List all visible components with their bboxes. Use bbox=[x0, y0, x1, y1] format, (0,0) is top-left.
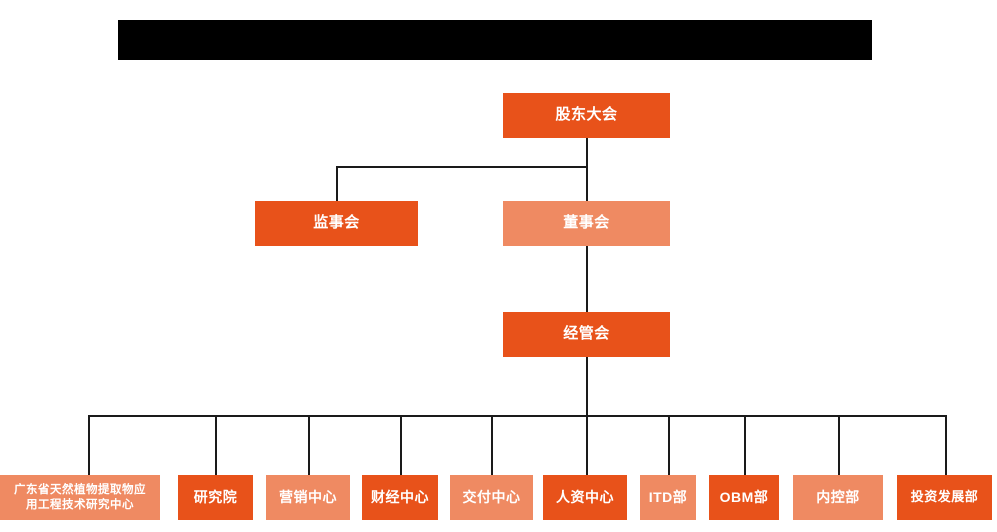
department-node-2[interactable]: 研究院 bbox=[178, 475, 253, 520]
node-shareholders-meeting[interactable]: 股东大会 bbox=[503, 93, 670, 138]
node-label: OBM部 bbox=[719, 488, 769, 505]
drop-dept-3 bbox=[308, 415, 310, 476]
node-label: 监事会 bbox=[313, 214, 360, 232]
node-label: 营销中心 bbox=[279, 488, 337, 505]
drop-dept-9 bbox=[838, 415, 840, 476]
node-label: 人资中心 bbox=[556, 488, 614, 505]
node-label: 内控部 bbox=[816, 488, 860, 505]
department-node-6[interactable]: 人资中心 bbox=[543, 475, 627, 520]
department-node-1[interactable]: 广东省天然植物提取物应用工程技术研究中心 bbox=[0, 475, 160, 520]
level2-horizontal-bar bbox=[336, 166, 587, 168]
node-label: 交付中心 bbox=[462, 488, 521, 505]
department-node-7[interactable]: ITD部 bbox=[640, 475, 696, 520]
department-node-4[interactable]: 财经中心 bbox=[362, 475, 438, 520]
node-board-of-directors[interactable]: 董事会 bbox=[503, 201, 670, 246]
drop-dept-10 bbox=[945, 415, 947, 476]
supervisory-drop bbox=[336, 166, 338, 202]
drop-dept-8 bbox=[744, 415, 746, 476]
department-node-8[interactable]: OBM部 bbox=[709, 475, 779, 520]
department-node-10[interactable]: 投资发展部 bbox=[897, 475, 992, 520]
title-banner bbox=[118, 20, 872, 60]
board-drop bbox=[586, 166, 588, 202]
drop-dept-1 bbox=[88, 415, 90, 476]
node-label: 董事会 bbox=[563, 214, 610, 232]
department-node-3[interactable]: 营销中心 bbox=[266, 475, 350, 520]
node-management-committee[interactable]: 经管会 bbox=[503, 312, 670, 357]
departments-horizontal-bar bbox=[88, 415, 945, 417]
node-label: 财经中心 bbox=[371, 488, 429, 505]
department-node-9[interactable]: 内控部 bbox=[793, 475, 883, 520]
node-label: ITD部 bbox=[648, 488, 688, 505]
node-label: 股东大会 bbox=[555, 106, 618, 124]
drop-dept-5 bbox=[491, 415, 493, 476]
node-label: 投资发展部 bbox=[910, 489, 979, 505]
drop-dept-6 bbox=[586, 415, 588, 476]
node-label: 经管会 bbox=[563, 325, 610, 343]
management-down-stem bbox=[586, 357, 588, 415]
board-to-management-stem bbox=[586, 246, 588, 313]
department-node-5[interactable]: 交付中心 bbox=[450, 475, 533, 520]
shareholders-down-stem bbox=[586, 138, 588, 168]
drop-dept-4 bbox=[400, 415, 402, 476]
drop-dept-2 bbox=[215, 415, 217, 476]
drop-dept-7 bbox=[668, 415, 670, 476]
node-supervisory-board[interactable]: 监事会 bbox=[255, 201, 418, 246]
node-label: 研究院 bbox=[193, 488, 238, 505]
node-label: 广东省天然植物提取物应用工程技术研究中心 bbox=[14, 484, 146, 511]
